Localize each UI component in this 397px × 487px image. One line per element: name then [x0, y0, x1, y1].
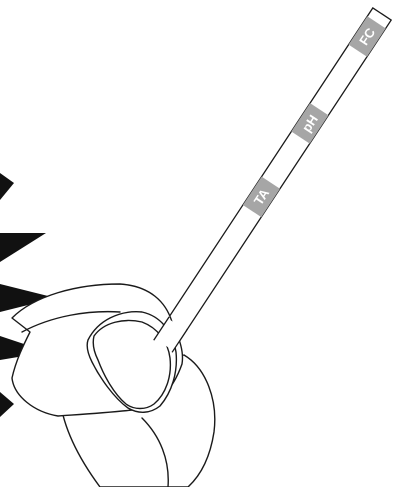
splash-spike [0, 233, 46, 262]
test-strip: FC pH TA [153, 8, 392, 354]
splash-spike [0, 392, 14, 417]
strip-body [153, 8, 392, 354]
splash-spike [0, 173, 14, 200]
